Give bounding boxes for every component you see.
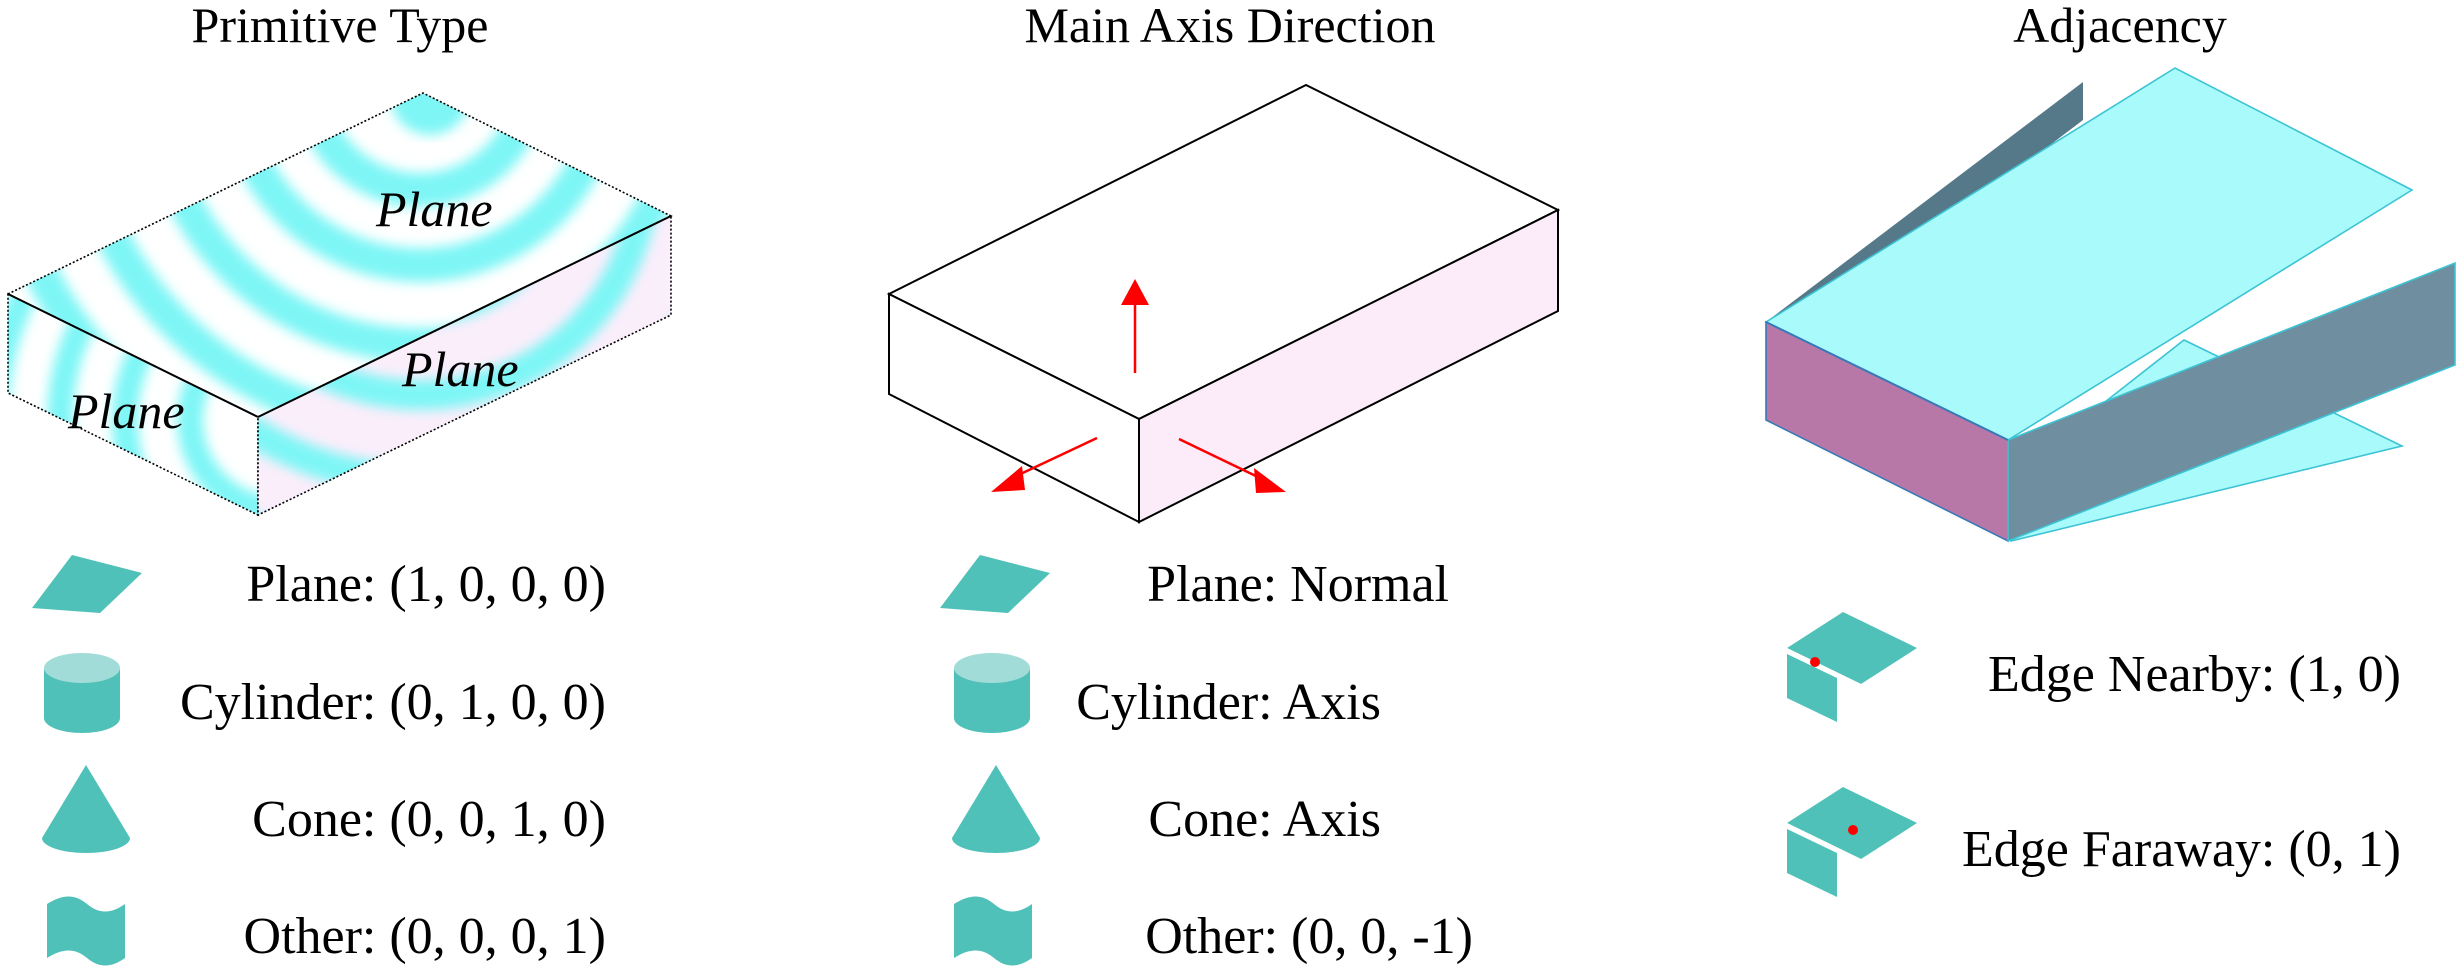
legend-label-plane-axis: Plane: Normal [1147, 556, 1449, 613]
panel-title-primitive-type: Primitive Type [191, 0, 489, 53]
face-label-left-plane: Plane [68, 383, 185, 439]
panel-title-adjacency: Adjacency [2013, 0, 2227, 53]
legend-label-cone-axis: Cone: Axis [1148, 791, 1381, 848]
edge-nearby-icon [1787, 612, 1917, 722]
legend-label-cylinder-axis: Cylinder: Axis [1076, 674, 1381, 731]
cylinder-icon [954, 653, 1030, 733]
normal-arrow-right [1178, 437, 1286, 493]
legend-label-edge-nearby: Edge Nearby: (1, 0) [1988, 646, 2401, 703]
face-label-right-plane: Plane [402, 341, 519, 397]
panel-title-main-axis-direction: Main Axis Direction [1024, 0, 1436, 53]
edge-faraway-icon [1787, 787, 1917, 897]
right-slate-face [2007, 261, 2456, 543]
other-surface-icon [954, 896, 1032, 966]
legend-label-cone-primitive: Cone: (0, 0, 1, 0) [252, 791, 606, 848]
other-surface-icon [47, 896, 125, 966]
legend-label-other-axis: Other: (0, 0, -1) [1145, 908, 1473, 965]
cone-icon [42, 765, 130, 853]
normal-arrow-up [1121, 279, 1149, 373]
legend-label-edge-faraway: Edge Faraway: (0, 1) [1962, 821, 2401, 878]
face-label-top-plane: Plane [376, 181, 493, 237]
back-fin-face [1766, 82, 2083, 335]
legend-label-other-primitive: Other: (0, 0, 0, 1) [243, 908, 606, 965]
box-right-face [1138, 208, 1559, 524]
normal-arrow-left [991, 436, 1098, 492]
legend-label-cylinder-primitive: Cylinder: (0, 1, 0, 0) [179, 674, 606, 731]
legend-label-plane-primitive: Plane: (1, 0, 0, 0) [246, 556, 606, 613]
plane-icon [940, 555, 1050, 613]
cone-icon [952, 765, 1040, 853]
plane-icon [32, 555, 142, 613]
cylinder-icon [44, 653, 120, 733]
